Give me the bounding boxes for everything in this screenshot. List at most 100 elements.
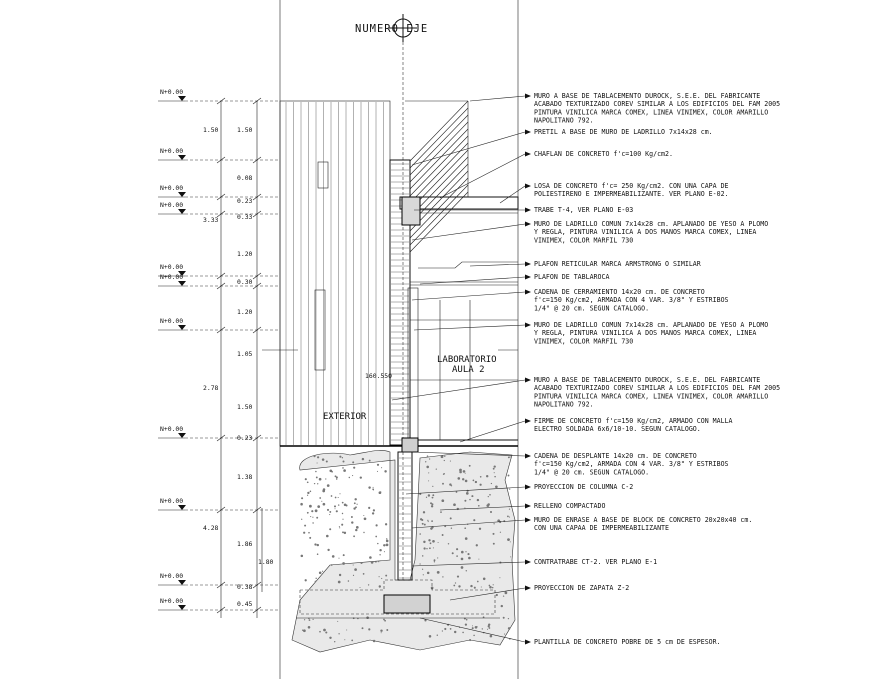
dim-outer: 3.33 xyxy=(203,216,219,224)
soil-grain xyxy=(301,497,304,500)
note-text-line: RELLENO COMPACTADO xyxy=(534,502,605,510)
soil-grain xyxy=(508,508,511,510)
soil-grain xyxy=(381,467,383,469)
dim-inner: 1.38 xyxy=(237,473,253,481)
soil-grain xyxy=(473,634,475,637)
soil-grain xyxy=(465,492,469,495)
level-markers: N+0.00N+0.00N+0.00N+0.00N+0.00N+0.00N+0.… xyxy=(158,88,280,611)
soil-grain xyxy=(449,517,452,520)
soil-grain xyxy=(502,616,505,619)
soil-grain xyxy=(430,505,434,508)
soil-grain xyxy=(472,479,475,482)
soil-grain xyxy=(331,470,333,473)
soil-grain xyxy=(342,518,344,520)
soil-grain xyxy=(309,536,312,539)
dim-tick xyxy=(252,606,262,614)
level-triangle xyxy=(178,325,186,330)
note-text-line: PINTURA VINILICA MARCA COMEX, LINEA VINI… xyxy=(534,108,768,116)
soil-grain xyxy=(329,510,332,513)
note-text-line: TRABE T-4, VER PLANO E-03 xyxy=(534,206,633,214)
note-19: PLANTILLA DE CONCRETO POBRE DE 5 cm DE E… xyxy=(419,617,721,646)
soil-grain xyxy=(499,577,501,579)
level-label: N+0.00 xyxy=(160,88,183,96)
soil-grain xyxy=(458,585,461,588)
soil-grain xyxy=(339,493,341,495)
soil-grain xyxy=(375,561,377,563)
dim-tick xyxy=(252,326,262,334)
dim-tick xyxy=(252,272,262,280)
dim-inner: 0.08 xyxy=(237,174,253,182)
level-triangle xyxy=(178,505,186,510)
dim-inner: 1.50 xyxy=(237,403,253,411)
leader-line xyxy=(411,561,526,567)
dim-tick xyxy=(252,581,262,589)
soil-grain xyxy=(426,547,428,550)
soil-grain xyxy=(492,542,495,545)
level-triangle xyxy=(178,605,186,610)
soil-grain xyxy=(335,478,338,480)
dim-outer: 4.28 xyxy=(203,524,219,532)
soil-grain xyxy=(359,586,361,589)
soil-grain xyxy=(352,564,354,566)
soil-grain xyxy=(449,483,452,486)
dim-tick xyxy=(216,156,226,164)
level-triangle xyxy=(178,155,186,160)
soil-grain xyxy=(489,634,493,638)
leader-arrow xyxy=(525,93,531,99)
note-1: MURO A BASE DE TABLACEMENTO DUROCK, S.E.… xyxy=(469,92,780,125)
soil-grain xyxy=(335,476,338,479)
dim-tick xyxy=(252,434,262,442)
soil-grain xyxy=(451,552,454,555)
dim-tick xyxy=(216,210,226,218)
soil-grain xyxy=(304,579,307,582)
soil-grain xyxy=(331,555,335,558)
soil-grain xyxy=(459,468,462,472)
dim-tick xyxy=(216,97,226,105)
soil-grain xyxy=(343,531,347,535)
soil-grain xyxy=(368,459,371,462)
soil-grain xyxy=(307,491,310,495)
footing-dim: 1.80 xyxy=(258,558,274,566)
soil-grain xyxy=(384,523,388,526)
dim-tick xyxy=(216,506,226,514)
soil-grain xyxy=(339,527,341,529)
note-text-line: CADENA DE DESPLANTE 14x20 cm. DE CONCRET… xyxy=(534,452,697,460)
soil-grain xyxy=(423,540,426,544)
note-text-line: LOSA DE CONCRETO f'c= 250 Kg/cm2. CON UN… xyxy=(534,182,729,190)
soil-grain xyxy=(307,626,311,629)
soil-grain xyxy=(464,499,467,502)
soil-grain xyxy=(335,510,338,513)
soil-grain xyxy=(372,486,374,488)
soil-grain xyxy=(495,485,498,489)
leader-line xyxy=(411,451,526,457)
soil-grain xyxy=(442,576,444,578)
soil-grain xyxy=(453,503,456,507)
soil-grain xyxy=(325,631,328,634)
note-11: MURO A BASE DE TABLACEMENTO DUROCK, S.E.… xyxy=(391,376,780,409)
note-4: LOSA DE CONCRETO f'c= 250 Kg/cm2. CON UN… xyxy=(499,182,729,204)
soil-grain xyxy=(306,494,309,496)
soil-grain xyxy=(385,543,389,547)
soil-grain xyxy=(321,570,324,572)
note-13: CADENA DE DESPLANTE 14x20 cm. DE CONCRET… xyxy=(411,451,729,476)
leader-line xyxy=(411,223,526,241)
soil-grain xyxy=(341,512,344,515)
soil-grain xyxy=(379,491,382,493)
soil-grain xyxy=(341,457,344,459)
leader-line xyxy=(439,153,526,199)
note-text-line: PLANTILLA DE CONCRETO POBRE DE 5 cm DE E… xyxy=(534,638,721,646)
exterior-facade: EXTERIOR 160.550 xyxy=(262,100,392,447)
parapet-hatch-line xyxy=(409,177,469,239)
soil-grain xyxy=(363,531,365,534)
soil-grain xyxy=(471,495,474,498)
parapet-hatch-line xyxy=(409,128,469,190)
soil-grain xyxy=(344,639,346,641)
soil-grain xyxy=(421,522,424,525)
soil-grain xyxy=(482,577,486,581)
soil-grain xyxy=(510,556,512,558)
level-triangle xyxy=(178,192,186,197)
soil-grain xyxy=(464,472,466,474)
soil-grain xyxy=(443,472,445,475)
soil-grain xyxy=(375,524,378,527)
soil-grain xyxy=(450,527,453,529)
